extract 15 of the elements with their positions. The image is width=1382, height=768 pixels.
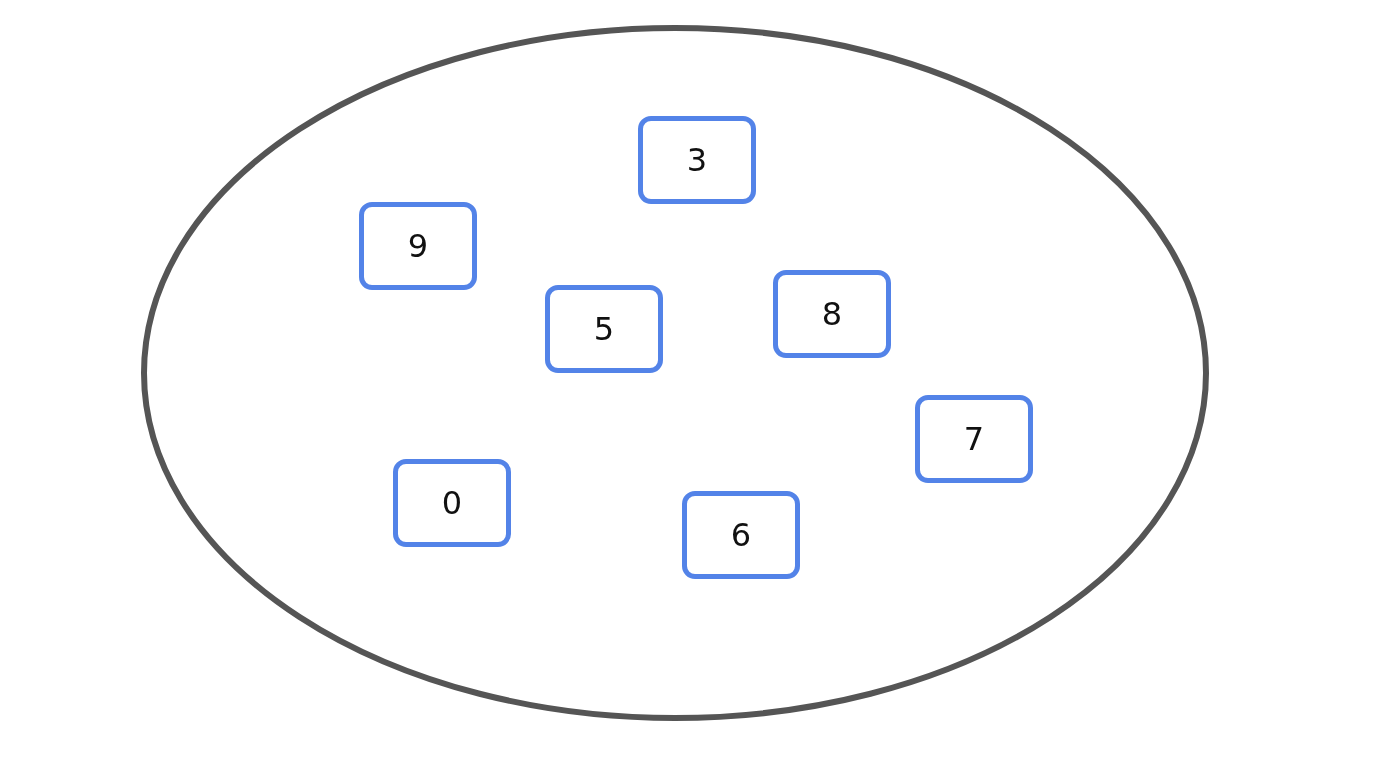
number-label: 0 (441, 484, 463, 522)
number-box (773, 270, 891, 358)
set-ellipse (141, 25, 1209, 721)
number-box (915, 395, 1033, 483)
number-box (545, 285, 663, 373)
number-label: 7 (963, 420, 985, 458)
number-box (359, 202, 477, 290)
number-label: 3 (686, 141, 708, 179)
number-label: 9 (407, 227, 429, 265)
number-label: 5 (593, 310, 615, 348)
number-box (393, 459, 511, 547)
number-box (638, 116, 756, 204)
number-box (682, 491, 800, 579)
number-label: 6 (730, 516, 752, 554)
number-label: 8 (821, 295, 843, 333)
